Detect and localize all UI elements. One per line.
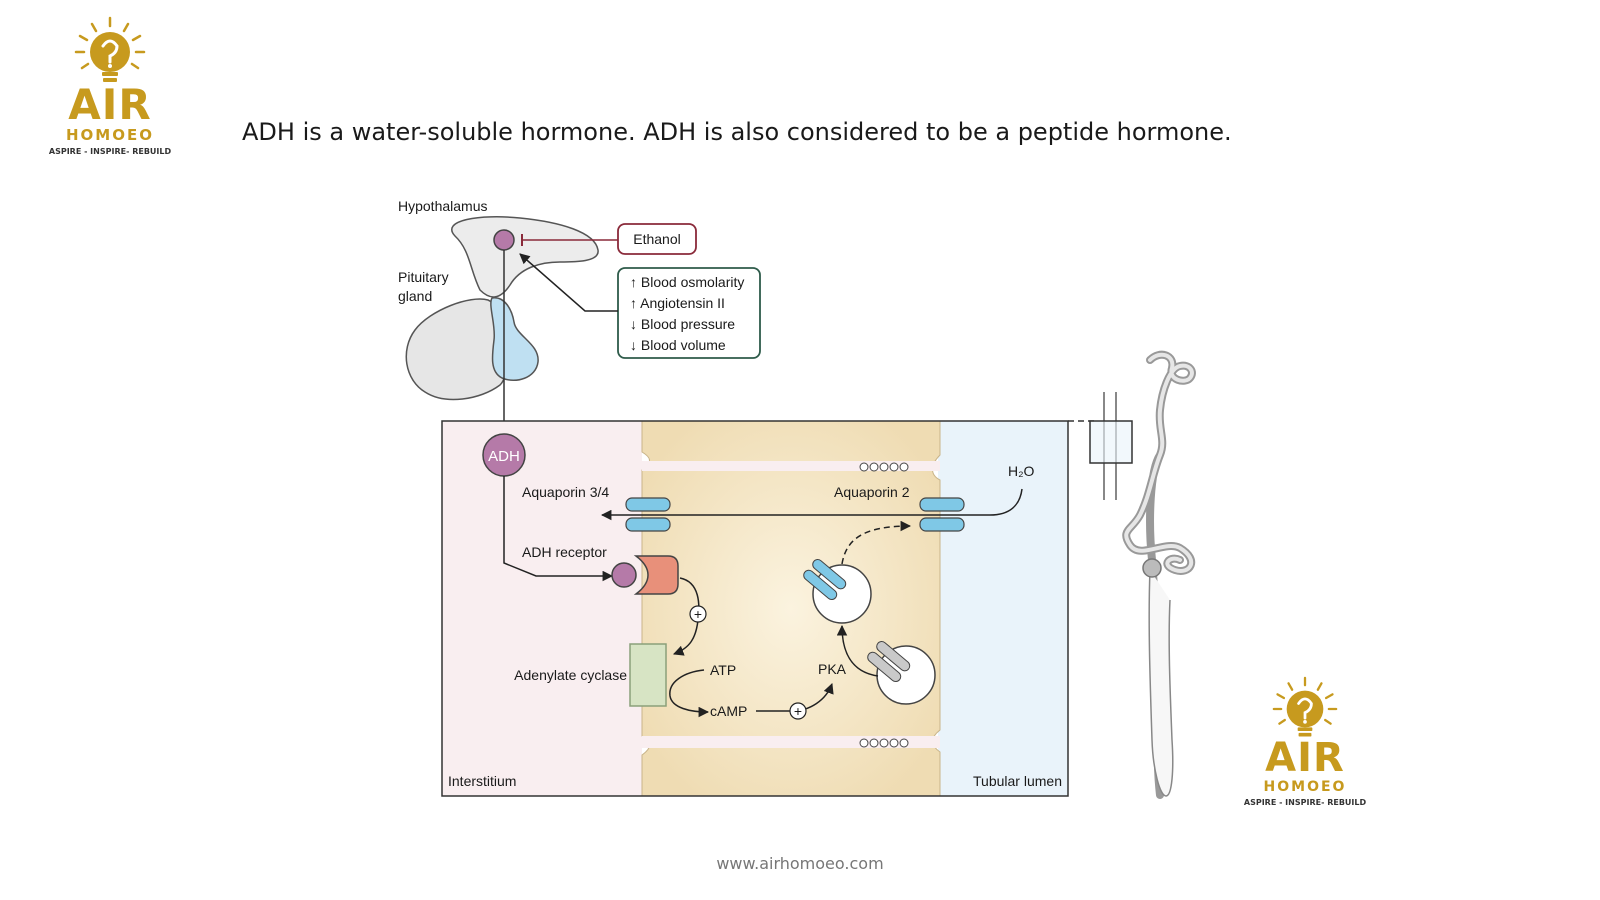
vesicle-recycle-arrow [836, 624, 879, 677]
activation-plus-1 [689, 605, 707, 623]
brand-logo-bottom: AIR HOMOEO ASPIRE - INSPIRE- REBUILD [1240, 676, 1370, 807]
aquaporin-2-channel [919, 497, 965, 532]
tight-junction-gap-top [642, 461, 940, 471]
tubular-lumen-region [938, 421, 1068, 796]
activation-plus-2 [789, 702, 807, 720]
aquaporin-34-channel [625, 497, 671, 532]
label-h2o: H₂O [1008, 463, 1035, 479]
label-ethanol: Ethanol [633, 231, 680, 247]
hypothalamus-shape [451, 216, 599, 298]
brand-tagline: ASPIRE - INSPIRE- REBUILD [1243, 798, 1367, 807]
adh-to-receptor-arrow [503, 476, 614, 582]
nephron-cell-panel [441, 420, 1069, 797]
hypothalamus-pituitary-illustration [405, 216, 599, 440]
label-aquaporin-34: Aquaporin 3/4 [522, 484, 609, 500]
water-flow-arrow [600, 488, 1023, 521]
slide-title: ADH is a water-soluble hormone. ADH is a… [242, 118, 1232, 146]
atp-to-camp-arrow [669, 669, 710, 718]
label-interstitium: Interstitium [448, 773, 516, 789]
adenylate-cyclase-block [629, 643, 667, 707]
tight-junction-top [859, 462, 909, 472]
tight-junction-bottom [859, 738, 909, 748]
label-pituitary-line2: gland [398, 288, 432, 304]
label-camp: cAMP [710, 703, 747, 719]
label-adenylate-cyclase: Adenylate cyclase [514, 667, 627, 683]
nephron-tubule-inner [1124, 352, 1194, 573]
brand-subtitle: HOMOEO [66, 126, 154, 144]
label-atp: ATP [710, 662, 736, 678]
panel-border [441, 420, 1069, 797]
plus-sign-1: + [694, 606, 702, 622]
lightbulb-logo-icon [1272, 676, 1338, 737]
vesicle-insertion-dashed-arrow [841, 520, 912, 565]
label-adh-receptor: ADH receptor [522, 544, 607, 560]
collecting-duct-lower [1148, 569, 1174, 797]
brand-subtitle: HOMOEO [1263, 779, 1347, 795]
stimulus-item: ↓ Blood volume [630, 337, 726, 353]
pituitary-posterior-shape [490, 297, 539, 382]
ethanol-box [617, 223, 697, 255]
pituitary-anterior-shape [405, 298, 507, 401]
footer-website-url: www.airhomoeo.com [716, 854, 884, 873]
brand-name: AIR [68, 80, 152, 129]
brand-name: AIR [1265, 735, 1345, 781]
label-tubular-lumen: Tubular lumen [973, 773, 1062, 789]
brand-logo-top: AIR HOMOEO ASPIRE - INSPIRE- REBUILD [40, 16, 180, 156]
vesicle-lower-aquaporin [867, 641, 911, 683]
neuron-cell-body [493, 229, 515, 251]
nephron-illustration [1068, 350, 1196, 799]
adh-bound-to-receptor [611, 562, 637, 588]
stimulus-item: ↑ Blood osmolarity [630, 274, 744, 290]
plus-sign-2: + [794, 703, 802, 719]
label-aquaporin-2: Aquaporin 2 [834, 484, 910, 500]
stimuli-arrow [519, 253, 618, 312]
label-hypothalamus: Hypothalamus [398, 198, 488, 214]
label-adh: ADH [488, 448, 520, 465]
lightbulb-logo-icon [74, 16, 146, 82]
label-pka: PKA [818, 661, 847, 677]
adh-receptor-shape [633, 555, 679, 595]
interstitium-region [442, 421, 642, 796]
stimulus-item: ↑ Angiotensin II [630, 295, 725, 311]
vesicle-upper-aquaporin [803, 559, 847, 601]
stimuli-list: ↑ Blood osmolarity ↑ Angiotensin II ↓ Bl… [630, 274, 744, 353]
stimulus-item: ↓ Blood pressure [630, 316, 735, 332]
nephron-zoom-box [1089, 420, 1133, 464]
label-pituitary-line1: Pituitary [398, 269, 449, 285]
brand-tagline: ASPIRE - INSPIRE- REBUILD [48, 147, 172, 156]
glomerulus [1142, 558, 1162, 578]
stimuli-box [617, 267, 761, 359]
